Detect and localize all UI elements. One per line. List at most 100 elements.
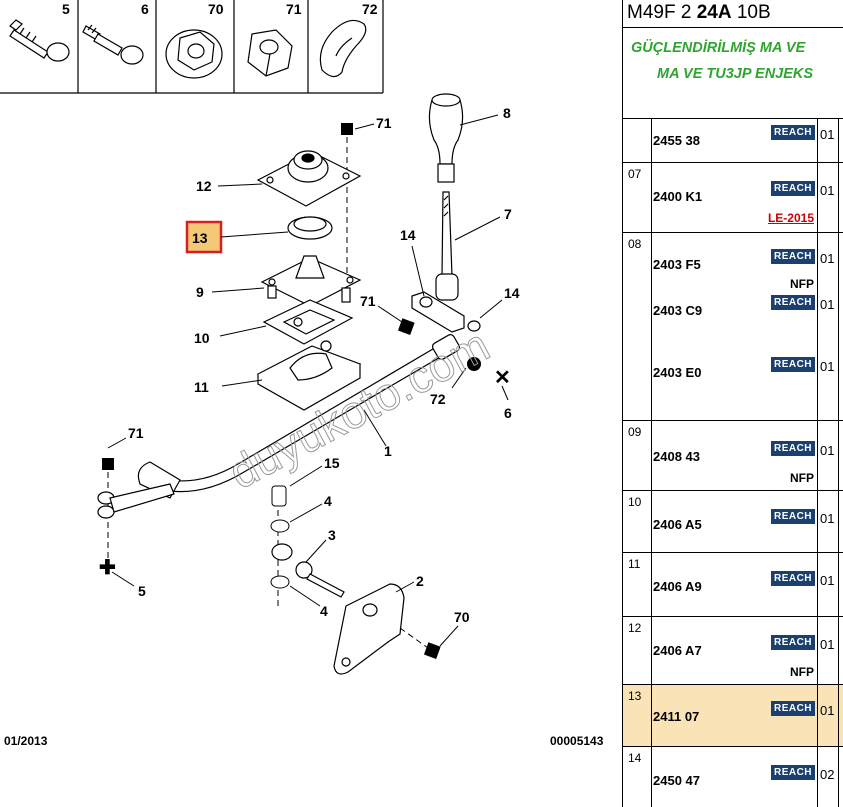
flange-nut-icon — [165, 29, 223, 79]
nfp-tag: NFP — [790, 277, 814, 291]
lever-housing — [256, 340, 362, 411]
part-number[interactable]: 2403 C9 — [653, 303, 703, 318]
reach-badge: REACH — [771, 635, 815, 650]
part-qty-cell: 01 — [818, 421, 839, 491]
part-quantity: 01 — [820, 127, 835, 142]
callout-4a: 4 — [324, 493, 332, 509]
parts-list-panel: M49F 2 24A 10B GÜÇLENDİRİLMİŞ MA VE MA V… — [622, 0, 843, 807]
callout-5: 5 — [138, 583, 146, 599]
callout-3: 3 — [328, 527, 336, 543]
part-qty-cell: 01 — [818, 617, 839, 685]
part-number[interactable]: 2408 43 — [653, 449, 700, 464]
reach-badge: REACH — [771, 249, 815, 264]
part-index: 12 — [628, 621, 642, 635]
thumbnail-strip — [0, 0, 384, 94]
callout-7: 7 — [504, 206, 512, 222]
nfp-tag: NFP — [790, 665, 814, 679]
part-number[interactable]: 2411 07 — [653, 709, 700, 724]
part-qty-cell: 01 — [818, 163, 839, 233]
part-row[interactable]: 2455 38 REACH 01 — [623, 118, 843, 163]
shoulder-bolt-icon — [82, 24, 144, 65]
callout-71b: 71 — [360, 293, 376, 309]
part-number[interactable]: 2406 A5 — [653, 517, 702, 532]
code-prefix: M49F 2 — [627, 2, 692, 23]
part-index: 10 — [628, 495, 642, 509]
reach-badge: REACH — [771, 181, 815, 196]
ball-joint-3 — [271, 543, 345, 598]
part-quantity: 02 — [820, 767, 835, 782]
part-number[interactable]: 2455 38 — [653, 133, 700, 148]
part-quantity: 01 — [820, 511, 835, 526]
part-index-cell: 13 — [623, 685, 652, 747]
part-main-cell: 2406 A7 REACH NFP — [651, 617, 818, 685]
callout-2: 2 — [416, 573, 424, 589]
reach-badge: REACH — [771, 441, 815, 456]
part-main-cell: 2406 A9 REACH — [651, 553, 818, 617]
header-divider — [623, 27, 843, 28]
part-index-cell: 11 — [623, 553, 652, 617]
marker-5-plus: ✚ — [99, 557, 116, 579]
part-qty-cell: 01 — [818, 553, 839, 617]
description-line-1: GÜÇLENDİRİLMİŞ MA VE — [631, 40, 806, 56]
part-quantity: 01 — [820, 573, 835, 588]
marker-71-top — [341, 123, 353, 135]
part-index-cell: 09 — [623, 421, 652, 491]
part-index-cell: 14 — [623, 747, 652, 807]
part-qty-cell: 01 — [818, 119, 839, 163]
part-number[interactable]: 2450 47 — [653, 773, 700, 788]
part-index-cell: 10 — [623, 491, 652, 553]
part-quantity: 01 — [820, 637, 835, 652]
callout-71a: 71 — [376, 115, 392, 131]
part-quantity: 01 — [820, 183, 835, 198]
callout-15: 15 — [324, 455, 340, 471]
part-number[interactable]: 2403 E0 — [653, 365, 702, 380]
part-number[interactable]: 2403 F5 — [653, 257, 701, 272]
reach-badge: REACH — [771, 125, 815, 140]
reach-badge: REACH — [771, 571, 815, 586]
link-plate — [97, 483, 175, 519]
callout-12: 12 — [196, 178, 212, 194]
clip-icon — [319, 19, 367, 78]
watermark: duyukoto.com — [220, 318, 497, 498]
gear-knob — [428, 93, 464, 183]
callout-72: 72 — [430, 391, 446, 407]
bushing-15 — [271, 485, 287, 507]
part-number[interactable]: 2400 K1 — [653, 189, 703, 204]
callout-6: 6 — [504, 405, 512, 421]
marker-71-left — [102, 458, 114, 470]
thumb-label-71: 71 — [286, 1, 302, 17]
part-quantity: 01 — [820, 251, 835, 266]
nut-icon — [247, 29, 293, 77]
callout-14a: 14 — [400, 227, 416, 243]
part-number[interactable]: 2406 A9 — [653, 579, 702, 594]
reach-badge: REACH — [771, 357, 815, 372]
part-main-cell: 2450 47 REACH — [651, 747, 818, 807]
revision-link[interactable]: LE-2015 — [767, 211, 814, 225]
part-row[interactable]: 12 2406 A7 REACH NFP 01 — [623, 616, 843, 685]
part-index: 08 — [628, 237, 642, 251]
callout-9: 9 — [196, 284, 204, 300]
part-number[interactable]: 2406 A7 — [653, 643, 702, 658]
callout-4b: 4 — [320, 603, 328, 619]
seal-ring — [287, 216, 333, 240]
reach-badge: REACH — [771, 765, 815, 780]
marker-72 — [467, 357, 481, 371]
callout-8: 8 — [503, 105, 511, 121]
lever-bracket — [411, 291, 481, 333]
part-index-cell: 08 — [623, 233, 652, 421]
part-index-cell: 12 — [623, 617, 652, 685]
washer-4-top — [270, 519, 290, 533]
part-index-cell — [623, 119, 652, 163]
thumb-label-5: 5 — [62, 1, 70, 17]
